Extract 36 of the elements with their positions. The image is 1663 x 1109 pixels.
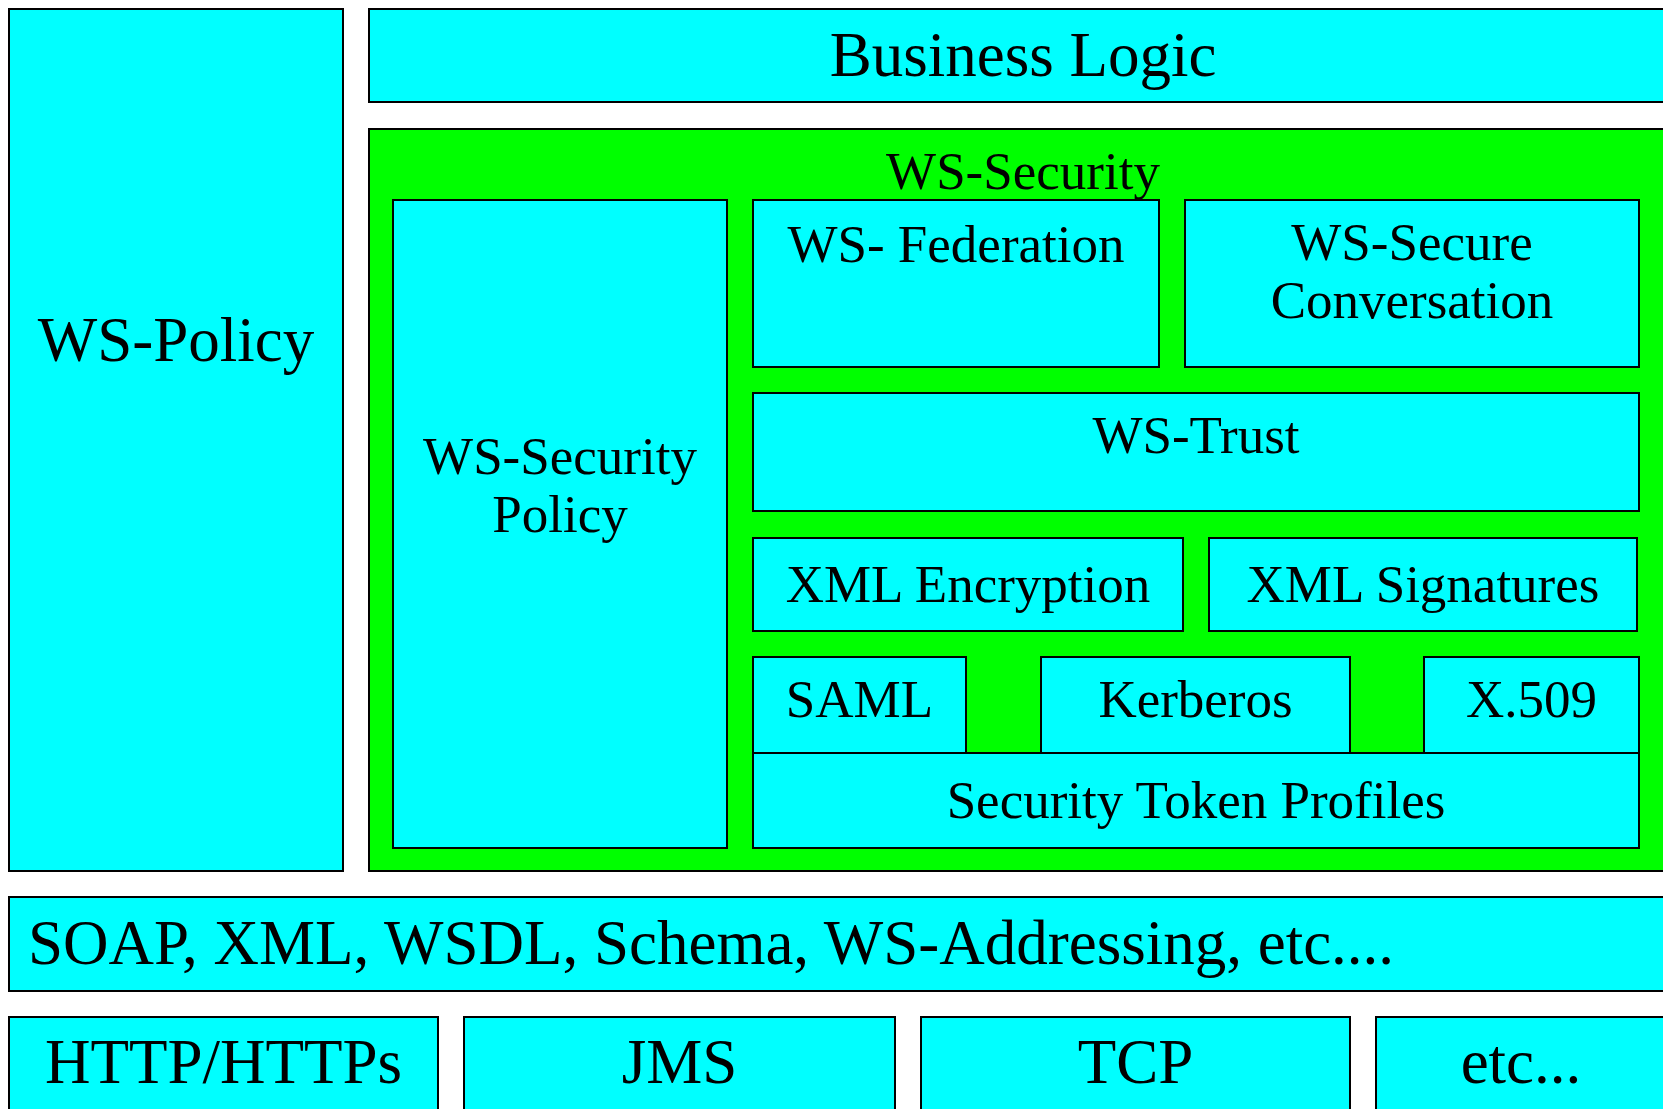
box-label: SAML xyxy=(785,670,934,729)
component-box xyxy=(8,8,344,872)
box-label: WS- Federation xyxy=(787,215,1125,274)
group-box xyxy=(368,128,1663,872)
component-box xyxy=(8,1016,439,1109)
component-box xyxy=(752,752,1640,849)
component-box xyxy=(752,392,1640,512)
component-box xyxy=(1208,537,1638,632)
component-box xyxy=(752,656,967,754)
box-label: XML Encryption xyxy=(785,555,1151,614)
box-label: etc... xyxy=(1460,1028,1582,1098)
component-box xyxy=(1184,199,1640,368)
component-box xyxy=(392,199,728,849)
box-label: WS-Security Policy xyxy=(422,427,698,544)
box-label: Security Token Profiles xyxy=(946,771,1446,830)
box-label: JMS xyxy=(621,1028,738,1098)
component-box xyxy=(368,8,1663,103)
box-label: X.509 xyxy=(1466,670,1597,729)
component-box xyxy=(920,1016,1351,1109)
component-box xyxy=(1423,656,1640,754)
box-label: WS-Trust xyxy=(1092,406,1300,465)
component-box xyxy=(752,537,1184,632)
box-label: HTTP/HTTPs xyxy=(45,1028,402,1098)
box-label: WS-Secure Conversation xyxy=(1269,213,1555,330)
box-label: WS-Policy xyxy=(37,306,315,376)
box-label: TCP xyxy=(1077,1028,1194,1098)
component-box xyxy=(1375,1016,1663,1109)
box-label: XML Signatures xyxy=(1246,555,1600,614)
component-box xyxy=(463,1016,896,1109)
box-label: Kerberos xyxy=(1098,670,1293,729)
box-label: SOAP, XML, WSDL, Schema, WS-Addressing, etc.... xyxy=(28,909,1395,979)
layer-bar xyxy=(8,896,1663,992)
component-box xyxy=(1040,656,1351,754)
box-label: Business Logic xyxy=(829,20,1217,91)
box-label: WS-Security xyxy=(886,142,1160,201)
component-box xyxy=(752,199,1160,368)
